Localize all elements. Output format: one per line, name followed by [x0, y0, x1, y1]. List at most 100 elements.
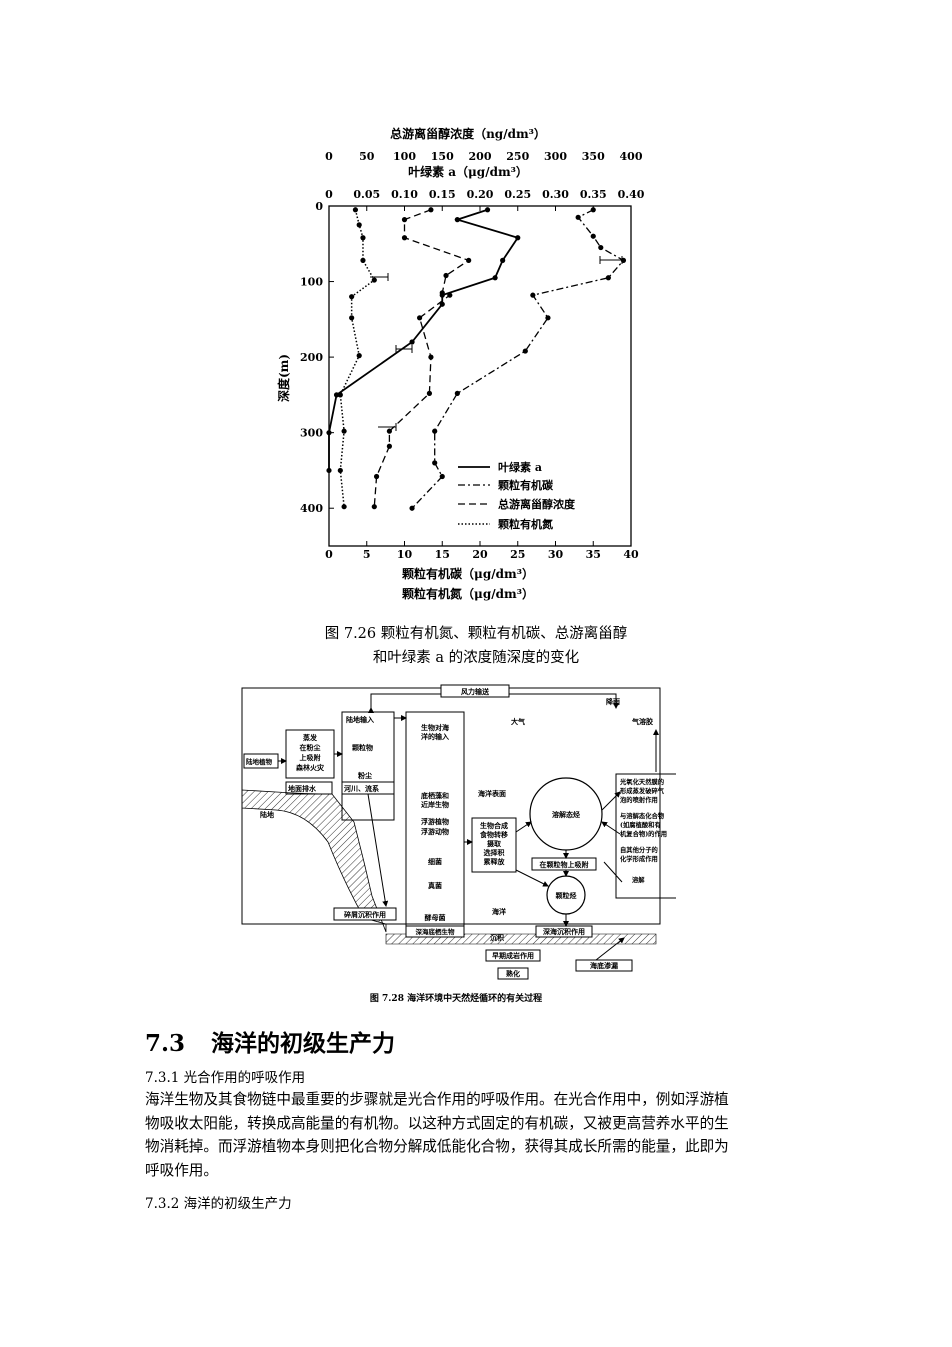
bottom-tick-label: 10 [397, 548, 413, 561]
top2-tick-label: 0.30 [542, 188, 569, 201]
seabed-seepage-box [575, 959, 633, 972]
particles-label: 颗粒物 [352, 743, 373, 752]
top2-tick-label: 0.10 [391, 188, 418, 201]
data-point [360, 235, 366, 241]
top1-tick-label: 350 [582, 150, 605, 163]
data-point [466, 257, 472, 263]
bio-process-label-2: 食物转移 [479, 830, 508, 839]
deep-benthic-box [405, 925, 465, 938]
top2-tick-label: 0.15 [429, 188, 456, 201]
left-tick-label: 300 [300, 427, 323, 440]
bottom-tick-label: 40 [623, 548, 639, 561]
data-point [447, 292, 453, 298]
surface-runoff-label: 地面排水 [288, 784, 317, 793]
top1-tick-label: 100 [393, 150, 416, 163]
bottom-tick-label: 25 [510, 548, 525, 561]
deep-benthic-label: 深海底栖生物 [416, 927, 456, 936]
detritus-label: 碎屑沉积作用 [344, 910, 386, 919]
data-point [515, 235, 521, 241]
top1-tick-label: 150 [431, 150, 454, 163]
section-paragraph: 海洋生物及其食物链中最重要的步骤就是光合作用的呼吸作用。在光合作用中，例如浮游植… [145, 1088, 813, 1182]
data-point [439, 473, 445, 480]
data-point [386, 443, 392, 449]
top1-tick-label: 250 [506, 150, 529, 163]
top1-tick-label: 0 [325, 150, 333, 163]
photo-label-4: 与溶解态化合物 [620, 811, 665, 820]
figure-7-26-caption-line-1: 图 7.26 颗粒有机氮、颗粒有机碳、总游离甾醇 [324, 626, 628, 642]
top-axis2-title: 叶绿素 a（μg/dm³） [408, 164, 528, 179]
top1-tick-label: 50 [359, 150, 375, 163]
data-point [590, 207, 596, 213]
land-label: 陆地 [260, 810, 274, 819]
data-point [590, 233, 596, 239]
data-point [386, 428, 392, 434]
data-point [605, 275, 611, 281]
benthic-label-2: 近岸生物 [421, 800, 449, 809]
photo-label-8: 化学形成作用 [620, 854, 658, 863]
data-point [428, 207, 434, 213]
data-point [443, 272, 449, 279]
coastline [241, 789, 387, 933]
photo-label-3: 泡的喷射作用 [620, 795, 658, 804]
data-point [356, 353, 362, 359]
evap-label-3: 上吸附 [300, 753, 321, 762]
data-point [326, 430, 332, 436]
left-tick-label: 100 [300, 276, 323, 289]
evap-label-4: 森林火灾 [296, 763, 324, 772]
left-axis-title: 深度(m) [276, 354, 291, 402]
top1-tick-label: 300 [544, 150, 567, 163]
axis-tick-marks [328, 205, 632, 546]
data-point [454, 390, 460, 396]
data-point [530, 292, 536, 298]
yeast-label: 酵母菌 [425, 913, 446, 922]
wind-transport-label: 风力输送 [461, 687, 490, 696]
top2-tick-label: 0.40 [618, 188, 645, 201]
bottom-tick-label: 5 [363, 548, 371, 561]
data-point [439, 290, 445, 296]
figure-7-28-caption: 图 7.28 海洋环境中天然烃循环的有关过程 [369, 994, 543, 1004]
data-point [401, 235, 408, 241]
data-point [401, 217, 408, 223]
dust-label: 粉尘 [358, 771, 372, 780]
legend-label-poc: 颗粒有机碳 [498, 478, 554, 492]
dissolution-label: 溶解 [632, 875, 645, 884]
bottom-tick-label: 30 [548, 548, 564, 561]
bottom-tick-label: 0 [325, 548, 333, 561]
bio-process-label-3: 摄取 [487, 839, 502, 848]
subsection-7-3-1: 7.3.1 光合作用的呼吸作用 [145, 1070, 306, 1086]
data-point [337, 392, 343, 398]
data-point [454, 217, 460, 223]
data-point [500, 257, 506, 263]
seabed-seepage-label: 海底渗漏 [590, 961, 618, 970]
data-point [545, 315, 551, 321]
land-input-label: 陆地输入 [346, 715, 374, 724]
data-point [349, 315, 355, 321]
bacteria-label: 细菌 [428, 857, 442, 866]
section-number: 7.3 [145, 1030, 186, 1057]
deep-sediment-label: 深海沉积作用 [543, 927, 585, 936]
plot-frame [328, 205, 632, 547]
particulate-hc-label: 颗粒烃 [556, 891, 577, 900]
fungi-label: 真菌 [428, 881, 442, 890]
aerosol-label: 气溶胶 [631, 717, 653, 726]
data-point [356, 222, 362, 228]
chart-legend: 叶绿素 a 颗粒有机碳 总游离甾醇浓度 颗粒有机氮 [458, 460, 576, 531]
early-diagenesis-box [485, 949, 541, 962]
data-point [409, 339, 415, 345]
photo-oxidation-box [615, 773, 676, 899]
left-tick-label: 400 [300, 502, 323, 515]
atmosphere-label: 大气 [511, 717, 525, 726]
paragraph-line: 海洋生物及其食物链中最重要的步骤就是光合作用的呼吸作用。在光合作用中，例如浮游植 [145, 1091, 729, 1108]
bio-process-box [471, 817, 517, 873]
land-plants-label: 陆地植物 [246, 757, 273, 766]
rivers-label: 河川、流系 [344, 784, 379, 793]
top2-tick-label: 0.20 [467, 188, 494, 201]
top2-tick-label: 0 [325, 188, 333, 201]
data-point [426, 390, 433, 396]
photo-label-1: 光氧化天然膜的 [619, 777, 664, 786]
photo-label-6: 机复合物)的作用 [620, 829, 667, 838]
